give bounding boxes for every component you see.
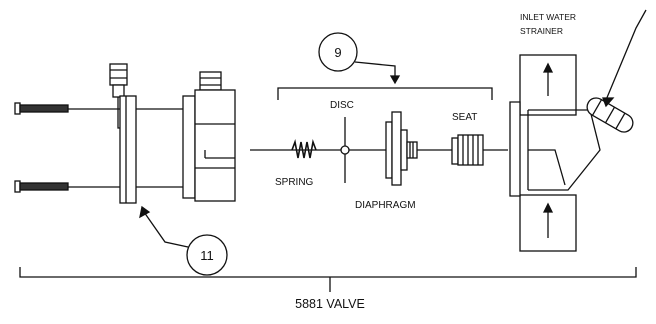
screw-top xyxy=(14,102,69,115)
valve-bracket xyxy=(19,267,637,292)
spring-label: SPRING xyxy=(275,177,314,188)
valve-body xyxy=(136,71,236,202)
callout-11-group xyxy=(139,205,228,276)
strainer-label-line1: INLET WATER xyxy=(520,12,576,22)
diaphragm-label: DIAPHRAGM xyxy=(355,200,416,211)
inlet-water-strainer xyxy=(509,9,647,252)
screw-bottom xyxy=(14,180,69,193)
callout-9-group xyxy=(277,32,493,100)
callout-9-number: 9 xyxy=(334,45,341,60)
strainer-label-line2: STRAINER xyxy=(520,26,563,36)
valve-title: 5881 VALVE xyxy=(295,297,365,311)
seat xyxy=(451,134,484,166)
callout-11-number: 11 xyxy=(200,248,214,263)
spring xyxy=(291,139,317,159)
cover-plate xyxy=(68,63,137,204)
disc-label: DISC xyxy=(330,100,354,111)
diaphragm xyxy=(385,111,418,186)
seat-label: SEAT xyxy=(452,112,477,123)
disc xyxy=(340,117,350,183)
